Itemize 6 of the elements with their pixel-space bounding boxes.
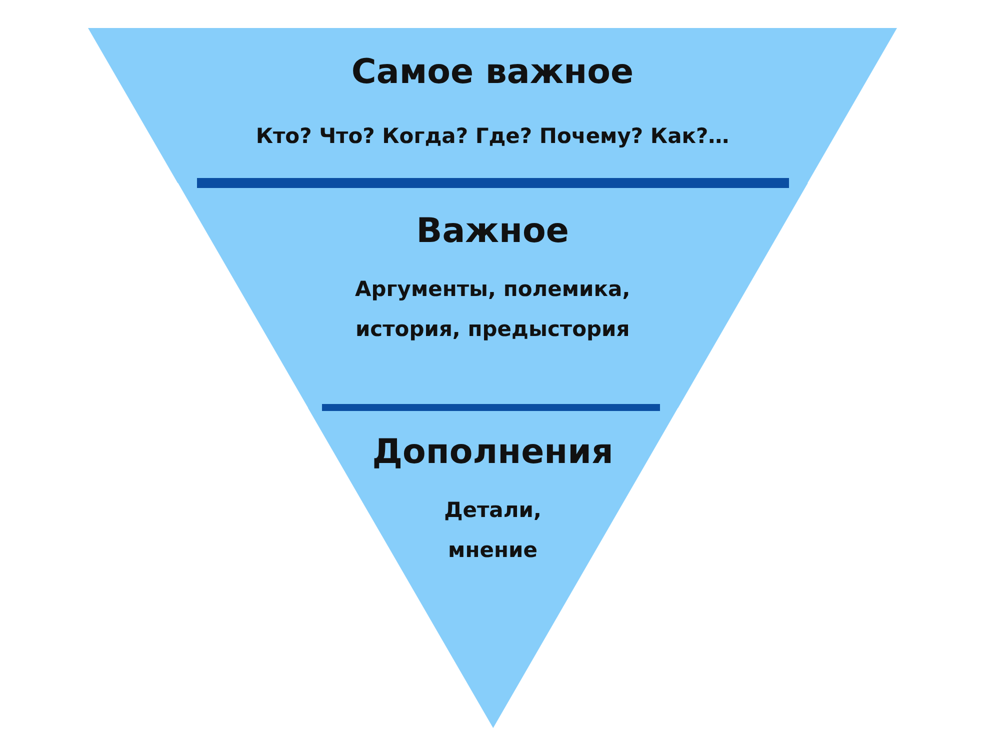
body-text: Кто? Что? Когда? Где? Почему? Как?…: [254, 123, 730, 150]
heading-text: Важное: [415, 211, 570, 251]
body-text: Детали, мнение: [443, 497, 542, 564]
heading-text: Дополнения: [371, 432, 614, 472]
body-text: Аргументы, полемика, история, предыстория: [354, 276, 632, 343]
heading-text: Самое важное: [350, 52, 635, 92]
